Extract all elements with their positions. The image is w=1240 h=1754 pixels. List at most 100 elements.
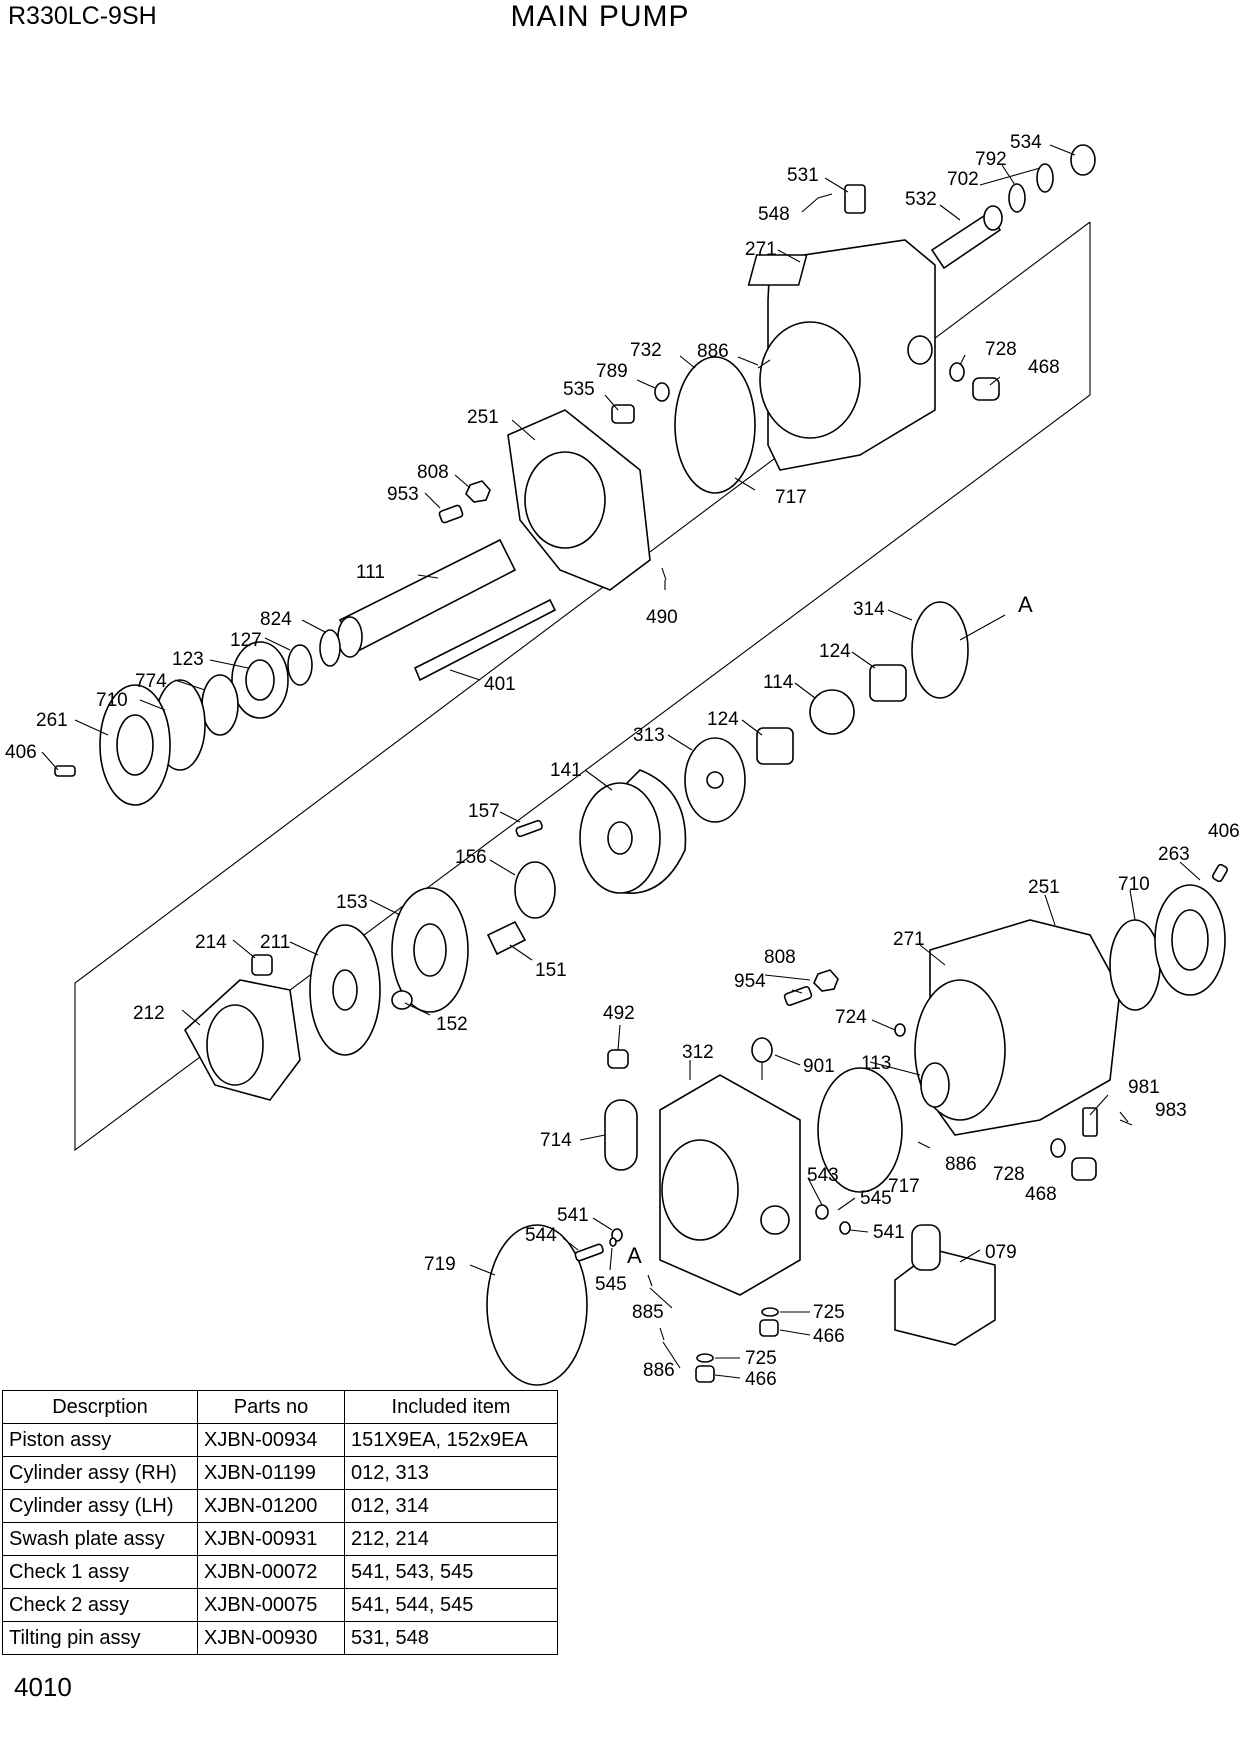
callout-401: 401 <box>484 674 516 695</box>
screw-406-right <box>1211 863 1229 883</box>
callout-406-right: 406 <box>1208 821 1240 842</box>
o-ring-724 <box>894 1023 906 1037</box>
valve-block-hole <box>760 1205 790 1235</box>
table-row: Cylinder assy (RH) XJBN-01199 012, 313 <box>2 1456 558 1490</box>
tilting-pin-531 <box>844 184 866 214</box>
pin-490 <box>661 567 667 581</box>
callout-406-left: 406 <box>5 742 37 763</box>
callout-548: 548 <box>758 204 790 225</box>
callout-212: 212 <box>133 1003 165 1024</box>
callout-724: 724 <box>835 1007 867 1028</box>
plug-468-lower <box>1071 1157 1097 1181</box>
callout-466-lower: 466 <box>745 1369 777 1390</box>
callout-702: 702 <box>947 169 979 190</box>
callout-532: 532 <box>905 189 937 210</box>
support-214 <box>251 954 273 976</box>
cell-parts-no: XJBN-01200 <box>197 1489 345 1523</box>
nut-808-upper <box>465 480 491 503</box>
valve-plate-hole <box>706 771 724 789</box>
seal-cover-261-bore <box>116 714 154 776</box>
nut-808-lower <box>813 969 839 992</box>
callout-808-lower: 808 <box>764 947 796 968</box>
callout-492: 492 <box>603 1003 635 1024</box>
callout-466-upper: 466 <box>813 1326 845 1347</box>
callout-251-upper: 251 <box>467 407 499 428</box>
check-543 <box>815 1204 829 1220</box>
cell-parts-no: XJBN-00934 <box>197 1423 345 1457</box>
o-ring-728-upper <box>949 362 965 382</box>
callout-725-lower: 725 <box>745 1348 777 1369</box>
shoe-152 <box>391 990 413 1010</box>
callout-468-lower: 468 <box>1025 1184 1057 1205</box>
needle-bearing-124-upper <box>869 664 907 702</box>
plate-981 <box>1082 1107 1098 1137</box>
callout-732: 732 <box>630 340 662 361</box>
callout-114: 114 <box>763 672 794 693</box>
column-header-parts-no: Parts no <box>197 1390 345 1424</box>
gear-114 <box>809 689 855 735</box>
parts-table: Descrption Parts no Included item Piston… <box>2 1390 558 1655</box>
bearing-123-inner <box>245 659 275 701</box>
cell-description: Check 2 assy <box>2 1588 198 1622</box>
callout-113: 113 <box>861 1053 891 1074</box>
callout-824: 824 <box>260 609 292 630</box>
callout-271-lower: 271 <box>893 929 925 950</box>
cell-parts-no: XJBN-00930 <box>197 1621 345 1655</box>
cell-included-item: 541, 544, 545 <box>344 1588 558 1622</box>
frame-outline <box>74 221 1091 1152</box>
pin-983 <box>1119 1119 1133 1126</box>
callout-541-left: 541 <box>557 1205 589 1226</box>
callout-124-lower: 124 <box>707 709 739 730</box>
callout-141: 141 <box>550 760 582 781</box>
cover-251-bore <box>524 451 606 549</box>
piston-151 <box>486 920 527 956</box>
callout-261: 261 <box>36 710 68 731</box>
callout-717-upper: 717 <box>775 487 807 508</box>
exploded-parts-diagram: 534 792 702 531 548 532 271 732 886 728 … <box>5 132 1240 1390</box>
callout-313: 313 <box>633 725 665 746</box>
cell-parts-no: XJBN-00931 <box>197 1522 345 1556</box>
cell-description: Cylinder assy (LH) <box>2 1489 198 1523</box>
cell-description: Piston assy <box>2 1423 198 1457</box>
callout-954: 954 <box>734 971 766 992</box>
eye-bolt-901 <box>751 1037 773 1063</box>
needle-bearing-124-lower <box>756 727 794 765</box>
callout-808-upper: 808 <box>417 462 449 483</box>
bolt-401 <box>413 598 557 682</box>
callout-789: 789 <box>596 361 628 382</box>
table-row: Cylinder assy (LH) XJBN-01200 012, 314 <box>2 1489 558 1523</box>
callout-490: 490 <box>646 607 678 628</box>
callout-901: 901 <box>803 1056 835 1077</box>
housing-port <box>747 254 808 286</box>
plate-314 <box>911 601 969 699</box>
housing-boss <box>907 335 933 365</box>
callout-544: 544 <box>525 1225 557 1246</box>
callout-717-lower: 717 <box>888 1176 920 1197</box>
pin-885 <box>647 1274 653 1287</box>
cell-description: Tilting pin assy <box>2 1621 198 1655</box>
cover-263-bore <box>1171 909 1209 971</box>
o-ring-702 <box>1008 183 1026 213</box>
model-name: R330LC-9SH <box>8 2 157 30</box>
shoe-plate-bore <box>332 969 358 1011</box>
o-ring-714 <box>604 1099 638 1171</box>
o-ring-717-upper <box>674 356 756 494</box>
cell-description: Cylinder assy (RH) <box>2 1456 198 1490</box>
cylinder-block-bore <box>607 821 633 855</box>
table-row: Tilting pin assy XJBN-00930 531, 548 <box>2 1621 558 1655</box>
callout-079: 079 <box>985 1242 1017 1263</box>
shaft-113 <box>920 1062 950 1108</box>
callout-543: 543 <box>807 1165 839 1186</box>
column-header-included-item: Included item <box>344 1390 558 1424</box>
callout-728-lower: 728 <box>993 1164 1025 1185</box>
servo-piston-end <box>983 205 1003 231</box>
callout-a-upper: A <box>1018 592 1033 617</box>
plug-466-lower <box>695 1365 715 1383</box>
pin-886-mid <box>917 1141 931 1149</box>
callout-156: 156 <box>455 847 487 868</box>
swash-plate-bore <box>206 1004 264 1086</box>
pin-886-lower <box>659 1327 665 1341</box>
callout-710-right: 710 <box>1118 874 1150 895</box>
screw-953 <box>438 504 464 524</box>
callout-127: 127 <box>230 630 262 651</box>
